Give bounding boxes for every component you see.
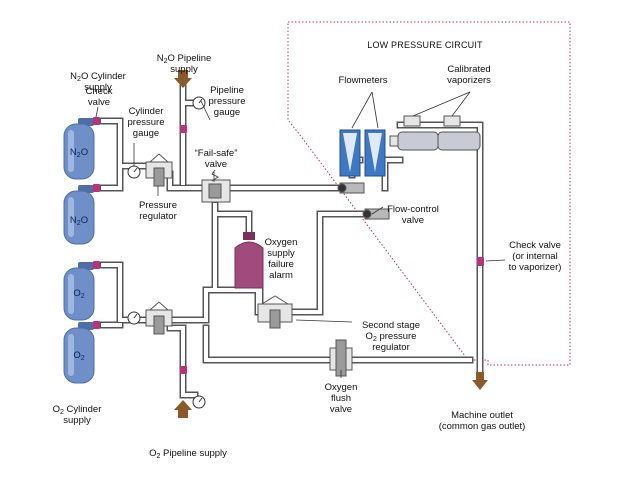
fail-safe-valve-label: “Fail-safe” valve bbox=[194, 148, 238, 170]
vaporizer-icon bbox=[389, 115, 481, 151]
cylinder-label-3: O2 bbox=[73, 288, 84, 300]
cylinder-label-4: O2 bbox=[73, 350, 84, 362]
pressure-regulator-label: Pressure regulator bbox=[138, 200, 177, 222]
n2o-cylinder-label: N2O Cylinder supply bbox=[70, 71, 126, 93]
n2o-cylinder-1 bbox=[63, 118, 95, 180]
flowmeter-icon bbox=[339, 129, 386, 177]
flow-control-valve-icon bbox=[337, 182, 390, 220]
check-valve-icon bbox=[93, 117, 484, 374]
o2-pipeline-label: O2 Pipeline supply bbox=[149, 448, 227, 460]
pressure-regulator-icon bbox=[145, 153, 173, 335]
leader-lines bbox=[95, 91, 506, 378]
calibrated-vaporizers-label: Calibrated vaporizers bbox=[447, 64, 491, 86]
cylinder-label-2: N2O bbox=[70, 215, 88, 227]
cylinder-labels: N2O N2O O2 O2 bbox=[70, 147, 88, 362]
cylinder-pressure-gauge-label: Cylinder pressure gauge bbox=[127, 106, 165, 139]
arrow-icon bbox=[174, 70, 488, 418]
oxygen-alarm-icon bbox=[234, 232, 264, 289]
oxygen-flush-valve-label: Oxygen flush valve bbox=[324, 382, 358, 415]
o2-cylinder-label: O2 Cylinder supply bbox=[52, 404, 102, 426]
flowmeters-label: Flowmeters bbox=[338, 75, 388, 86]
o2-cylinder-2 bbox=[63, 322, 95, 384]
pipeline-pressure-gauge-label: Pipeline pressure gauge bbox=[208, 85, 246, 118]
check-valve-vaporizer-label: Check valve (or internal to vaporizer) bbox=[508, 240, 562, 273]
low-pressure-circuit-title: LOW PRESSURE CIRCUIT bbox=[367, 40, 483, 50]
n2o-cylinder-2 bbox=[63, 185, 95, 245]
n2o-pipeline-label: N2O Pipeline supply bbox=[156, 53, 212, 75]
flow-control-valve-label: Flow-control valve bbox=[387, 204, 439, 226]
pressure-gauge-icon bbox=[127, 96, 206, 409]
check-valve-label: Check valve bbox=[85, 86, 113, 108]
oxygen-alarm-label: Oxygen supply failure alarm bbox=[264, 237, 298, 281]
low-pressure-circuit-boundary bbox=[287, 21, 571, 366]
o2-cylinder-1 bbox=[63, 262, 95, 321]
cylinder-label-1: N2O bbox=[70, 147, 88, 159]
machine-outlet-label: Machine outlet (common gas outlet) bbox=[438, 410, 526, 432]
second-stage-regulator-icon bbox=[257, 295, 293, 329]
fail-safe-valve-icon bbox=[201, 169, 231, 203]
